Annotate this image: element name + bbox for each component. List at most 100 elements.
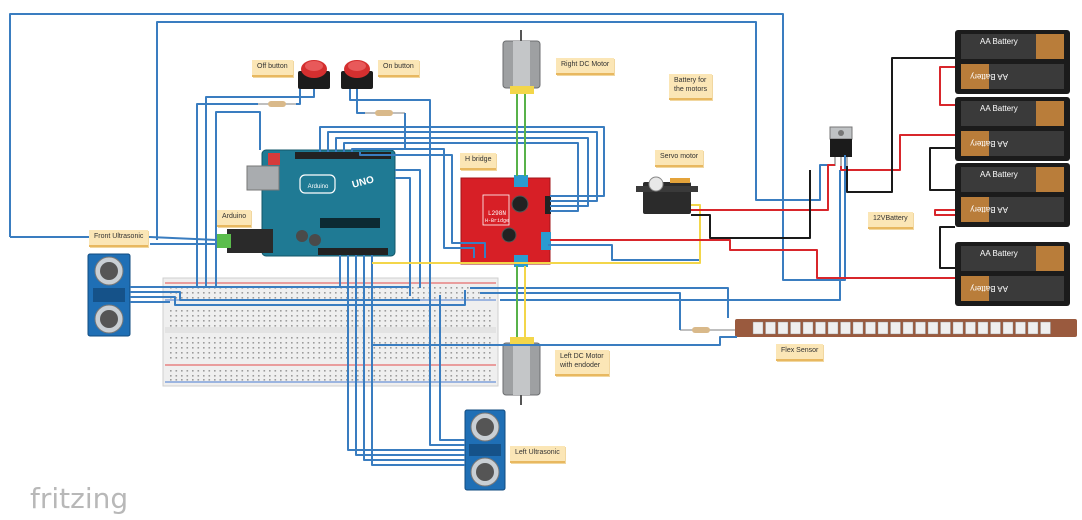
- breadboard-hole: [252, 347, 255, 349]
- breadboard-hole: [346, 292, 348, 294]
- breadboard-hole: [329, 347, 332, 349]
- breadboard-hole: [412, 347, 414, 349]
- breadboard-hole: [186, 357, 189, 359]
- breadboard-hole: [461, 337, 464, 339]
- breadboard-hole: [219, 325, 222, 327]
- breadboard-hole: [214, 325, 216, 327]
- breadboard-hole: [263, 379, 266, 381]
- breadboard-hole: [291, 325, 293, 327]
- breadboard-hole: [483, 320, 486, 322]
- breadboard-hole: [307, 370, 310, 372]
- breadboard-hole: [225, 352, 227, 354]
- breadboard-hole: [417, 287, 420, 289]
- breadboard-hole: [208, 297, 211, 299]
- breadboard-hole: [307, 320, 310, 322]
- breadboard-hole: [230, 379, 233, 381]
- breadboard-hole: [258, 292, 260, 294]
- breadboard-hole: [456, 375, 458, 377]
- breadboard-hole: [384, 292, 387, 294]
- breadboard-hole: [241, 342, 244, 344]
- breadboard-hole: [450, 320, 453, 322]
- breadboard-hole: [461, 379, 464, 381]
- flex-sensor-segment: [902, 321, 914, 335]
- breadboard-hole: [197, 347, 200, 349]
- breadboard-hole: [450, 315, 453, 317]
- breadboard-hole: [439, 292, 442, 294]
- breadboard-hole: [406, 379, 409, 381]
- breadboard-hole: [247, 320, 249, 322]
- breadboard-hole: [208, 310, 211, 312]
- breadboard-hole: [274, 342, 277, 344]
- breadboard-hole: [175, 375, 178, 377]
- breadboard-hole: [186, 375, 189, 377]
- breadboard-hole: [346, 320, 348, 322]
- breadboard-hole: [197, 342, 200, 344]
- breadboard-hole: [329, 297, 332, 299]
- breadboard-hole: [373, 357, 376, 359]
- breadboard-hole: [412, 310, 414, 312]
- breadboard-hole: [181, 357, 183, 359]
- breadboard-hole: [456, 370, 458, 372]
- breadboard-hole: [236, 375, 238, 377]
- flex-sensor-segment: [877, 321, 889, 335]
- breadboard-hole: [252, 337, 255, 339]
- breadboard-hole: [445, 325, 447, 327]
- breadboard-hole: [208, 325, 211, 327]
- breadboard-hole: [445, 379, 447, 381]
- breadboard-hole: [302, 297, 304, 299]
- breadboard-hole: [236, 347, 238, 349]
- resistor-flex: [680, 327, 735, 333]
- breadboard-hole: [280, 310, 282, 312]
- breadboard-hole: [434, 370, 436, 372]
- breadboard-hole: [346, 357, 348, 359]
- breadboard-hole: [412, 342, 414, 344]
- breadboard-hole: [478, 357, 480, 359]
- breadboard-hole: [340, 320, 343, 322]
- breadboard-hole: [203, 342, 205, 344]
- battery-terminal: [961, 276, 989, 301]
- flex-sensor-segment: [915, 321, 926, 335]
- breadboard-hole: [373, 320, 376, 322]
- breadboard-hole: [351, 292, 354, 294]
- breadboard-hole: [417, 337, 420, 339]
- breadboard-hole: [225, 297, 227, 299]
- breadboard-hole: [329, 337, 332, 339]
- breadboard-hole: [329, 375, 332, 377]
- breadboard-hole: [351, 347, 354, 349]
- breadboard-hole: [313, 352, 315, 354]
- breadboard-hole: [445, 297, 447, 299]
- breadboard-hole: [423, 379, 425, 381]
- breadboard-hole: [214, 375, 216, 377]
- battery-terminal: [961, 197, 989, 222]
- breadboard-hole: [296, 357, 299, 359]
- breadboard-hole: [401, 370, 403, 372]
- breadboard-hole: [395, 292, 398, 294]
- breadboard-hole: [269, 370, 271, 372]
- breadboard-hole: [252, 352, 255, 354]
- battery-label: AA Battery: [970, 139, 1008, 148]
- breadboard-hole: [417, 370, 420, 372]
- breadboard-hole: [175, 315, 178, 317]
- breadboard-hole: [450, 352, 453, 354]
- breadboard-hole: [230, 297, 233, 299]
- breadboard-hole: [192, 315, 194, 317]
- breadboard-hole: [302, 370, 304, 372]
- breadboard-hole: [181, 379, 183, 381]
- breadboard-hole: [203, 315, 205, 317]
- breadboard-hole: [269, 325, 271, 327]
- breadboard-hole: [197, 375, 200, 377]
- breadboard-hole: [197, 370, 200, 372]
- breadboard-hole: [379, 315, 381, 317]
- breadboard-hole: [192, 320, 194, 322]
- breadboard-hole: [236, 342, 238, 344]
- breadboard-hole: [247, 352, 249, 354]
- breadboard-hole: [461, 297, 464, 299]
- breadboard-hole: [423, 342, 425, 344]
- breadboard: [162, 277, 499, 387]
- breadboard-hole: [340, 375, 343, 377]
- breadboard-hole: [318, 315, 321, 317]
- breadboard-hole: [170, 375, 172, 377]
- breadboard-hole: [335, 292, 337, 294]
- breadboard-hole: [346, 297, 348, 299]
